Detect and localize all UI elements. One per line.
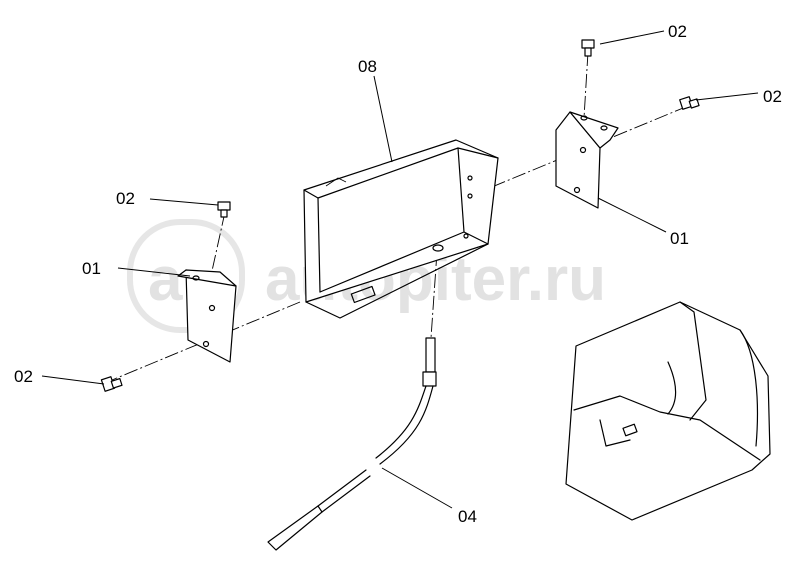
box-slot [350, 285, 376, 304]
cable-lower-a [317, 469, 367, 507]
cable-lower-b [321, 475, 371, 513]
box-cable-hole [432, 244, 444, 252]
callout-01-left: 01 [82, 259, 101, 278]
bracket-right-flange [569, 111, 619, 149]
bracket-right-hole-upper [579, 146, 587, 154]
watermark-logo-letter: a [148, 245, 183, 314]
leader-02-right [695, 92, 759, 101]
box-part-08 [303, 139, 499, 319]
bracket-right-hole-top [580, 115, 588, 121]
location-inner-edge [679, 301, 707, 421]
bolt-right-part-02 [679, 96, 700, 110]
bolt-head [581, 39, 595, 49]
callout-08: 08 [358, 57, 377, 76]
bracket-right-hole-flange [600, 125, 608, 131]
box-clip [325, 177, 347, 187]
callout-04: 04 [458, 507, 477, 526]
bolt-shank [584, 47, 592, 57]
location-recess [599, 419, 631, 447]
box-hole-1 [467, 175, 473, 181]
leader-02-left-lower [41, 375, 105, 385]
box-hole-2 [467, 193, 473, 199]
bracket-left-flange [177, 269, 237, 287]
cable-line-b [379, 385, 434, 465]
leader-08 [373, 75, 393, 163]
cable-part-04 [267, 337, 437, 551]
location-curve [667, 361, 677, 415]
bracket-left-hole-lower [202, 340, 210, 348]
bolt-left-upper-part-02 [217, 201, 231, 218]
callout-02-left-lower: 02 [14, 367, 33, 386]
box-hole-3 [463, 233, 469, 239]
callout-01-right: 01 [670, 229, 689, 248]
bolt-head [217, 201, 231, 211]
location-marker [622, 423, 638, 437]
location-view [565, 301, 771, 521]
bolt-shank [220, 209, 228, 218]
bracket-right-hole-lower [573, 186, 581, 194]
cable-end-sleeve [267, 505, 323, 551]
leader-02-top-right [599, 30, 665, 45]
bolt-shank [110, 378, 123, 389]
bracket-right-plate [555, 111, 601, 209]
cable-line-a [375, 385, 427, 459]
leader-01-left [117, 267, 191, 277]
bracket-right-part-01 [555, 111, 619, 209]
location-right-rim [739, 329, 759, 447]
leader-04 [381, 467, 453, 509]
bracket-left-hole-flange [192, 275, 200, 281]
watermark-logo-ring [127, 219, 245, 333]
callout-02-right: 02 [763, 87, 782, 106]
leader-02-left-upper [149, 198, 219, 206]
bolt-top-right-part-02 [581, 39, 595, 57]
cable-ferrule [422, 371, 437, 387]
bracket-left-part-01 [177, 269, 237, 363]
bracket-left-hole-upper [208, 304, 216, 312]
box-base [305, 243, 489, 319]
callout-02-left-upper: 02 [116, 189, 135, 208]
box-body [303, 139, 499, 303]
box-front-edge [317, 197, 321, 293]
leader-01-right [597, 197, 667, 233]
centerline-left-bolt [209, 211, 226, 281]
box-bottom-edge [319, 231, 465, 293]
leader-lines [41, 30, 759, 509]
location-shelf [573, 395, 761, 461]
centerline-top-right-bolt [583, 51, 589, 119]
box-rim [303, 147, 499, 199]
callout-02-top-right: 02 [668, 22, 687, 41]
centerline-cable [430, 251, 438, 339]
cable-connector [425, 337, 436, 373]
location-housing-outline [565, 301, 771, 521]
bolt-shank [688, 98, 700, 109]
callout-labels: 02 02 08 01 02 01 02 04 [14, 22, 782, 526]
bolt-left-lower-part-02 [100, 376, 123, 392]
